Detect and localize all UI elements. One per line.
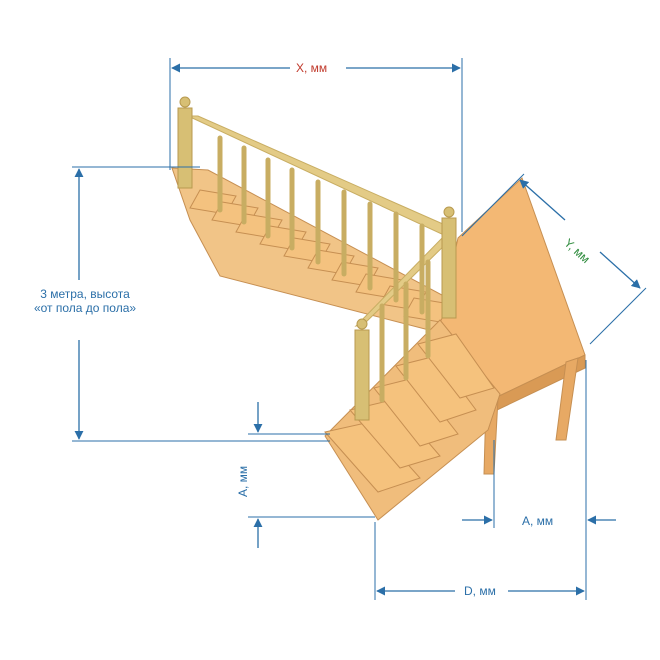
a-right-dimension-label: А, мм [522, 514, 554, 528]
dimension-lines [72, 58, 647, 600]
y-dim-line-bottom [599, 251, 641, 289]
lower-treads [324, 333, 495, 493]
x-dimension-label: X, мм [296, 61, 328, 75]
balusters [217, 135, 431, 403]
newel-posts [177, 96, 457, 421]
height-label-line1: 3 метра, высота [40, 287, 130, 301]
height-label: 3 метра, высота «от пола до пола» [10, 287, 160, 315]
d-dimension-label: D, мм [464, 584, 496, 598]
y-ext-bottom [589, 287, 647, 345]
y-dim-line-top [519, 179, 566, 221]
landing-leg-right [555, 357, 579, 441]
staircase-illustration [171, 96, 586, 521]
height-label-line2: «от пола до пола» [33, 301, 137, 315]
a-left-dimension-label: А, мм [236, 465, 250, 497]
y-ext-top [461, 173, 525, 237]
